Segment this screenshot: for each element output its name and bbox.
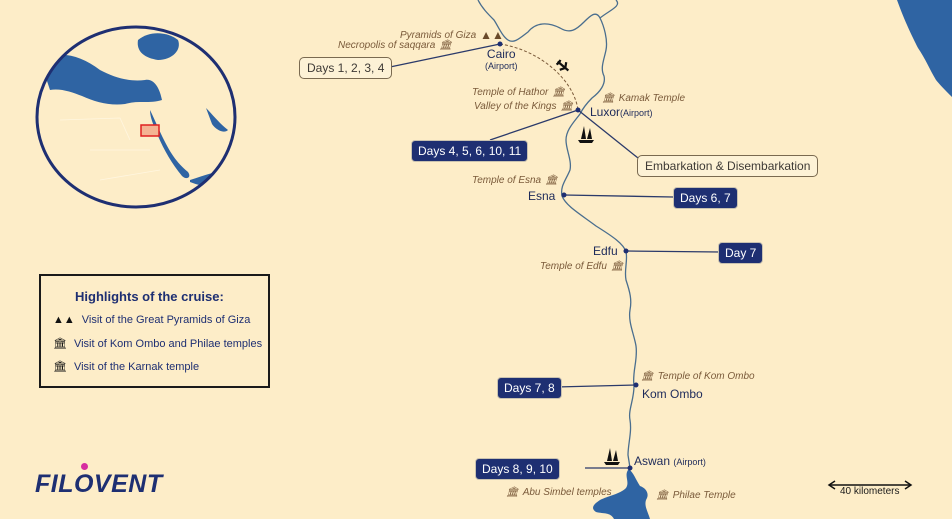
tag-days-aswan: Days 8, 9, 10 — [475, 458, 560, 480]
tag-embarkation: Embarkation & Disembarkation — [637, 155, 819, 177]
tag-days-cairo: Days 1, 2, 3, 4 — [299, 57, 393, 79]
lake-nasser — [593, 470, 650, 519]
temple-icon: 🏛 — [53, 338, 67, 350]
red-sea — [897, 0, 952, 97]
tag-days-edfu: Day 7 — [718, 242, 764, 264]
site-abu-simbel: 🏛Abu Simbel temples — [506, 487, 612, 498]
site-karnak-temple: 🏛Kamak Temple — [602, 93, 686, 104]
site-temple-of-kom-ombo: 🏛Temple of Kom Ombo — [641, 371, 755, 382]
tag-days-kom-ombo: Days 7, 8 — [497, 377, 562, 399]
inset-map — [35, 25, 237, 209]
city-cairo: Cairo(Airport) — [485, 47, 518, 71]
logo-dot — [81, 463, 88, 470]
site-temple-of-edfu: Temple of Edfu🏛 — [540, 261, 624, 272]
pyramids-icon: ▲▲ — [480, 28, 504, 42]
city-aswan: Aswan (Airport) — [634, 454, 706, 468]
site-temple-of-esna: Temple of Esna🏛 — [472, 175, 558, 186]
temple-icon: 🏛 — [602, 93, 615, 104]
city-esna: Esna — [528, 189, 556, 203]
site-saqqara: Necropolis of saqqara🏛 — [338, 40, 452, 51]
temple-icon: 🏛 — [439, 40, 452, 51]
legend: Highlights of the cruise: ▲▲Visit of the… — [39, 274, 270, 388]
temple-icon: 🏛 — [506, 487, 519, 498]
boat-icon — [578, 126, 594, 143]
scale-label: 40 kilometers — [840, 486, 900, 497]
temple-icon: 🏛 — [656, 490, 669, 501]
temple-icon: 🏛 — [560, 101, 574, 112]
site-philae-temple: 🏛Philae Temple — [656, 490, 736, 501]
pyramids-icon: ▲▲ — [53, 314, 75, 326]
temple-icon: 🏛 — [641, 371, 654, 382]
site-pyramids-of-giza: Pyramids of Giza▲▲ — [400, 28, 504, 42]
legend-item: 🏛Visit of Kom Ombo and Philae temples — [53, 337, 263, 351]
city-kom-ombo: Kom Ombo — [642, 387, 703, 401]
legend-title: Highlights of the cruise: — [75, 289, 224, 304]
temple-icon: 🏛 — [53, 361, 67, 373]
temple-icon: 🏛 — [610, 261, 624, 272]
temple-icon: 🏛 — [552, 87, 566, 98]
legend-item: ▲▲Visit of the Great Pyramids of Giza — [53, 314, 251, 326]
legend-item: 🏛Visit of the Karnak temple — [53, 360, 200, 374]
temple-icon: 🏛 — [545, 175, 558, 186]
scale-bar — [827, 480, 913, 490]
city-edfu: Edfu — [593, 244, 618, 258]
airplane-icon — [555, 59, 570, 72]
site-valley-of-the-kings: Valley of the Kings🏛 — [474, 101, 574, 112]
site-temple-of-hathor: Temple of Hathor🏛 — [472, 87, 566, 98]
city-luxor: Luxor(Airport) — [590, 105, 653, 119]
tag-days-luxor: Days 4, 5, 6, 10, 11 — [411, 140, 529, 162]
tag-days-esna: Days 6, 7 — [673, 187, 738, 209]
filovent-logo: FILOVENT — [35, 470, 163, 498]
boat-icon — [604, 448, 620, 465]
